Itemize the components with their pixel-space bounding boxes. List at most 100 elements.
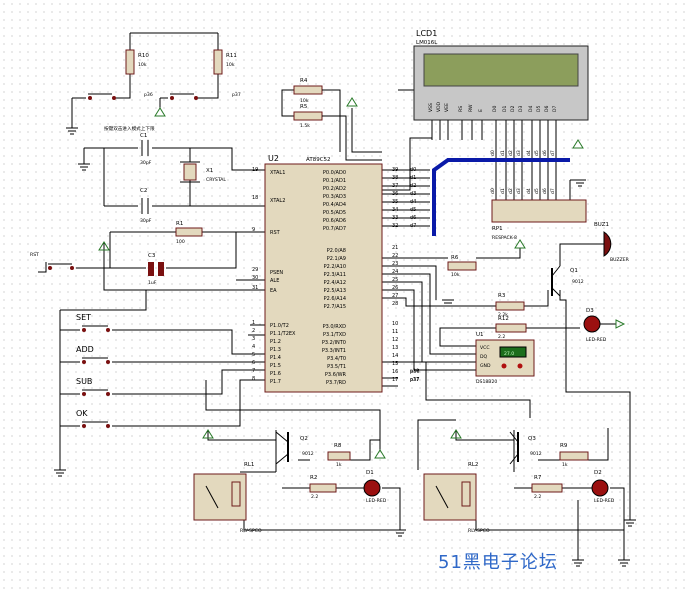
mcu-pin-number: 7 [252, 368, 255, 374]
button-set[interactable]: SET [76, 313, 110, 332]
svg-text:R11: R11 [226, 53, 237, 59]
lcd-ref: LCD1 [416, 29, 437, 38]
resistor-r12: R12 2.2 [495, 316, 527, 340]
mcu-pin-name: P2.7/A15 [324, 304, 346, 310]
mcu-pin-name: P1.2 [270, 339, 281, 345]
led-d2: D2 LED-RED [591, 470, 615, 504]
svg-text:Q1: Q1 [570, 268, 578, 274]
pack-net-label: d1 [500, 188, 506, 194]
svg-text:R2: R2 [310, 475, 317, 481]
svg-text:9012: 9012 [302, 451, 314, 457]
lcd-pin-label: D3 [518, 105, 524, 112]
svg-text:BUZZER: BUZZER [610, 257, 630, 263]
lcd-data-net-label: d0 [490, 150, 496, 156]
lcd-pin-label: D6 [544, 105, 550, 112]
mcu-pin-name: XTAL2 [270, 198, 285, 204]
button-ok[interactable]: OK [76, 409, 110, 428]
svg-text:1k: 1k [336, 462, 342, 468]
mcu-pin-name: P2.6/A14 [324, 296, 346, 302]
net-label-p37: p37 [410, 377, 419, 383]
svg-text:GND: GND [480, 363, 491, 369]
svg-text:RESPACK-8: RESPACK-8 [492, 235, 517, 241]
mcu-pin-number: 35 [392, 199, 398, 205]
svg-text:C1: C1 [140, 133, 147, 139]
lcd-data-net-label: d2 [508, 150, 514, 156]
mcu-pin-number: 34 [392, 207, 398, 213]
mcu-pin-net: d3 [410, 191, 416, 197]
mcu-pin-name: P0.6/AD6 [323, 218, 346, 224]
svg-text:R10: R10 [138, 53, 149, 59]
resistor-r6: R6 10k [447, 255, 477, 278]
mcu-pin-name: P3.3/INT1 [322, 348, 346, 354]
button-rst[interactable]: RST [30, 252, 74, 270]
svg-text:SUB: SUB [76, 377, 92, 386]
mcu-pin-number: 13 [392, 345, 398, 351]
mcu-pin-name: P2.1/A9 [327, 256, 346, 262]
watermark-text: 51黑电子论坛 [438, 552, 558, 573]
svg-text:LED-RED: LED-RED [586, 337, 607, 343]
svg-text:10k: 10k [226, 62, 235, 68]
svg-text:27.0: 27.0 [504, 351, 514, 357]
resistor-r10: R10 10k [125, 49, 149, 75]
resistor-r5: R5 1.5k [293, 104, 323, 129]
mcu-pin-number: 9 [252, 227, 255, 233]
mcu-pin-net: p36 [410, 369, 420, 375]
svg-text:C3: C3 [148, 253, 156, 259]
svg-text:U1: U1 [476, 332, 484, 338]
mcu-pin-number: 17 [392, 377, 398, 383]
resistor-r9: R9 1k [559, 443, 589, 468]
svg-text:Q3: Q3 [528, 436, 536, 442]
capacitor-c3: C3 1uF [148, 253, 164, 286]
svg-text:CRYSTAL: CRYSTAL [206, 177, 226, 183]
svg-text:2.2: 2.2 [498, 334, 505, 340]
sensor-u1: 27.0 VCC DQ GND U1 DS18B20 [475, 332, 535, 385]
button-p36[interactable]: p36 [88, 92, 153, 100]
svg-text:R12: R12 [498, 316, 509, 322]
button-add[interactable]: ADD [76, 345, 110, 364]
svg-text:1.5k: 1.5k [300, 123, 310, 129]
svg-text:R6: R6 [451, 255, 459, 261]
lcd-data-net-label: d1 [500, 150, 506, 156]
button-p37[interactable]: p37 [170, 92, 241, 100]
mcu-pin-number: 2 [252, 328, 255, 334]
mcu-pin-number: 26 [392, 285, 398, 291]
svg-text:DS18B20: DS18B20 [476, 379, 497, 385]
mcu-pin-number: 31 [252, 285, 258, 291]
lcd-pin-label: RW [468, 104, 474, 112]
mcu-pin-number: 37 [392, 183, 398, 189]
mcu-pin-name: P3.7/RD [326, 380, 346, 386]
svg-text:R9: R9 [560, 443, 568, 449]
svg-text:p37: p37 [232, 92, 241, 98]
svg-text:ADD: ADD [76, 345, 94, 354]
relay-rl1: RL1 RLY-SPCO [193, 462, 262, 534]
mcu-pin-net: d4 [410, 199, 416, 205]
mcu-pin-name: P2.3/A11 [324, 272, 346, 278]
svg-text:R7: R7 [534, 475, 542, 481]
mcu-pin-net: d7 [410, 223, 416, 229]
mcu-pin-name: ALE [270, 278, 279, 284]
mcu-pin-number: 5 [252, 352, 255, 358]
svg-text:RLY-SPCO: RLY-SPCO [240, 528, 262, 534]
svg-text:X1: X1 [206, 168, 213, 174]
button-sub[interactable]: SUB [76, 377, 110, 396]
mcu-model: AT89C52 [306, 157, 331, 163]
svg-text:p36: p36 [144, 92, 153, 98]
lcd-model: LM016L [416, 40, 438, 46]
mcu-pin-number: 14 [392, 353, 398, 359]
mcu-pin-number: 25 [392, 277, 398, 283]
svg-text:OK: OK [76, 409, 88, 418]
capacitor-c2: C2 30pF [140, 188, 152, 224]
resistor-r1: R1 100 [175, 221, 203, 245]
mcu-pin-number: 36 [392, 191, 398, 197]
svg-text:2.2: 2.2 [311, 494, 318, 500]
lcd-data-net-label: d3 [516, 150, 522, 156]
mcu-pin-number: 16 [392, 369, 398, 375]
mcu-pin-net: p37 [410, 377, 420, 383]
mcu-pin-number: 6 [252, 360, 255, 366]
pack-net-label: d5 [534, 188, 540, 194]
mcu-pin-number: 38 [392, 175, 398, 181]
crystal-x1: X1 CRYSTAL [180, 161, 226, 183]
